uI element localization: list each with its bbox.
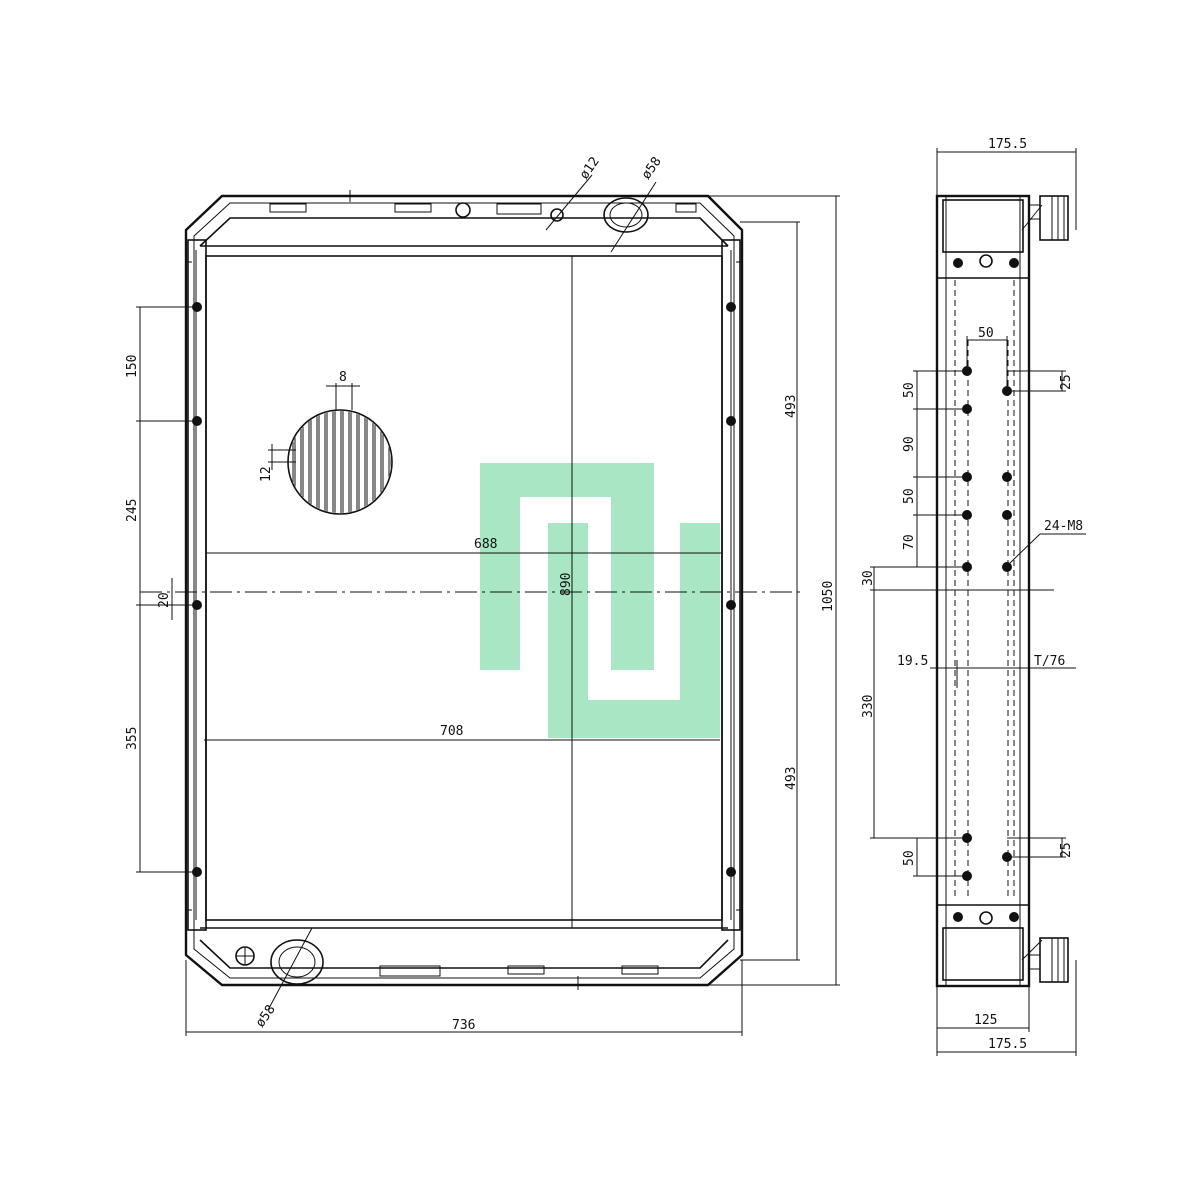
side-view: 175.5 175.5 125 50 50 90 50 70 30 330 50… <box>861 137 1086 1056</box>
bottom-tank <box>199 939 729 969</box>
dim-708: 708 <box>440 724 463 739</box>
dim-side-50: 50 <box>978 326 994 341</box>
dim-125: 125 <box>974 1013 997 1028</box>
dim-v70: 70 <box>902 534 917 550</box>
fin-wave <box>314 411 318 513</box>
top-slot <box>394 203 432 213</box>
dim-v30: 30 <box>861 570 876 586</box>
fin-wave <box>338 411 342 513</box>
left-side-rail <box>187 239 207 931</box>
dim-493-top: 493 <box>784 395 799 418</box>
dim-d58-bottom: ø58 <box>253 1002 279 1030</box>
dim-1050: 1050 <box>821 581 836 612</box>
side-top-tank <box>942 199 1024 253</box>
top-slot <box>496 203 542 215</box>
top-slot <box>675 203 697 213</box>
dim-245: 245 <box>125 499 140 522</box>
fin-wave <box>370 411 374 513</box>
bottom-slot <box>507 965 545 975</box>
fin-wave <box>306 411 310 513</box>
dim-24-m8: 24-M8 <box>1044 519 1083 534</box>
dim-v90: 90 <box>902 436 917 452</box>
dim-355: 355 <box>125 727 140 750</box>
fin-wave <box>362 411 366 513</box>
fin-wave <box>354 411 358 513</box>
dim-v50-b: 50 <box>902 488 917 504</box>
bottom-outlet-outer <box>270 939 324 985</box>
dim-19-5: 19.5 <box>897 654 928 669</box>
bottom-outlet-inner <box>278 946 316 978</box>
dim-d58-top: ø58 <box>639 154 665 182</box>
fin-detail <box>268 383 393 515</box>
d12-port <box>550 208 564 222</box>
dim-20: 20 <box>157 592 172 608</box>
fin-wave <box>330 411 334 513</box>
dim-688: 688 <box>474 537 497 552</box>
dim-r25-top: 25 <box>1059 374 1074 390</box>
fin-wave <box>386 411 390 513</box>
front-view: ø12 ø58 ø58 736 688 708 890 1050 493 493… <box>125 154 840 1036</box>
dim-fin-height: 12 <box>259 466 274 482</box>
fin-wave <box>298 411 302 513</box>
dim-890: 890 <box>559 573 574 596</box>
top-inlet-outer <box>603 197 649 233</box>
top-inlet-leader <box>610 181 657 253</box>
inner-frame-line <box>193 202 735 979</box>
top-tank <box>199 217 729 247</box>
fin-wave <box>346 411 350 513</box>
dim-v330: 330 <box>861 695 876 718</box>
bottom-outlet-leader <box>267 927 313 1011</box>
dim-v50-a: 50 <box>902 382 917 398</box>
side-body <box>935 194 1031 988</box>
dim-r25-bottom: 25 <box>1059 842 1074 858</box>
watermark-logo <box>480 463 720 738</box>
outer-frame <box>184 194 744 987</box>
side-bottom-tank <box>942 927 1024 981</box>
fin-wave <box>322 411 326 513</box>
dim-175-5-top: 175.5 <box>988 137 1027 152</box>
bottom-slot <box>379 965 441 977</box>
d12-leader <box>545 174 593 231</box>
dim-150: 150 <box>125 355 140 378</box>
dim-t76: T/76 <box>1034 654 1065 669</box>
dim-493-bottom: 493 <box>784 767 799 790</box>
dim-736: 736 <box>452 1018 475 1033</box>
breather-hole <box>455 202 471 218</box>
top-slot <box>269 203 307 213</box>
radiator-core <box>205 255 723 921</box>
dim-d12: ø12 <box>577 154 603 182</box>
dim-175-5-bottom: 175.5 <box>988 1037 1027 1052</box>
bottom-slot <box>621 965 659 975</box>
dim-fin-pitch: 8 <box>339 370 347 385</box>
dim-v50-c: 50 <box>902 850 917 866</box>
top-inlet-inner <box>609 202 643 228</box>
fin-wave <box>290 411 294 513</box>
